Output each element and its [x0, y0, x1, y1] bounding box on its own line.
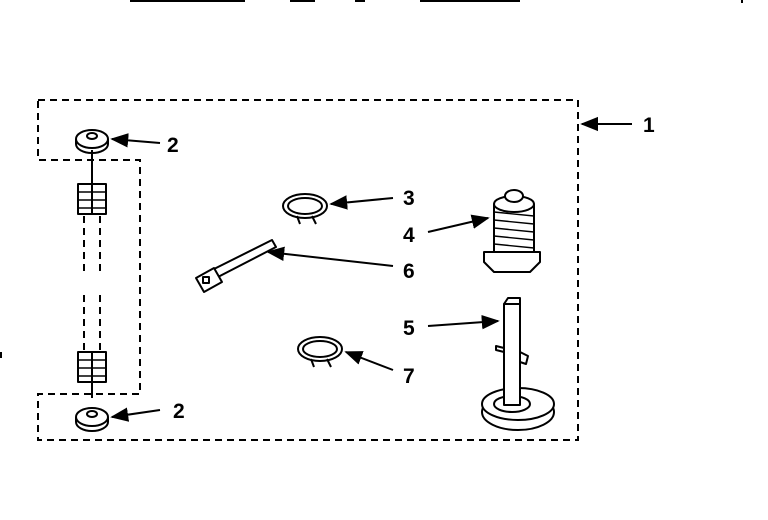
kit-boundary-outline	[37, 99, 579, 441]
hose-assembly	[77, 172, 107, 398]
callout-1: 1	[643, 114, 655, 137]
hose-clamp-3	[282, 193, 328, 225]
callout-2-bottom: 2	[173, 400, 185, 423]
leveling-leg-4	[483, 189, 541, 273]
callout-2-top: 2	[167, 134, 179, 157]
callout-6: 6	[403, 260, 415, 283]
washer-bottom	[75, 407, 109, 432]
callout-7: 7	[403, 365, 415, 388]
leveling-leg-5	[481, 297, 555, 431]
callout-5: 5	[403, 317, 415, 340]
washer-top	[75, 129, 109, 154]
callout-4: 4	[403, 224, 415, 247]
hose-clamp-7	[297, 336, 343, 368]
callout-3: 3	[403, 187, 415, 210]
top-edge-marks	[130, 0, 743, 3]
cable-tie-6	[195, 239, 277, 293]
leader-arrows	[110, 116, 632, 422]
